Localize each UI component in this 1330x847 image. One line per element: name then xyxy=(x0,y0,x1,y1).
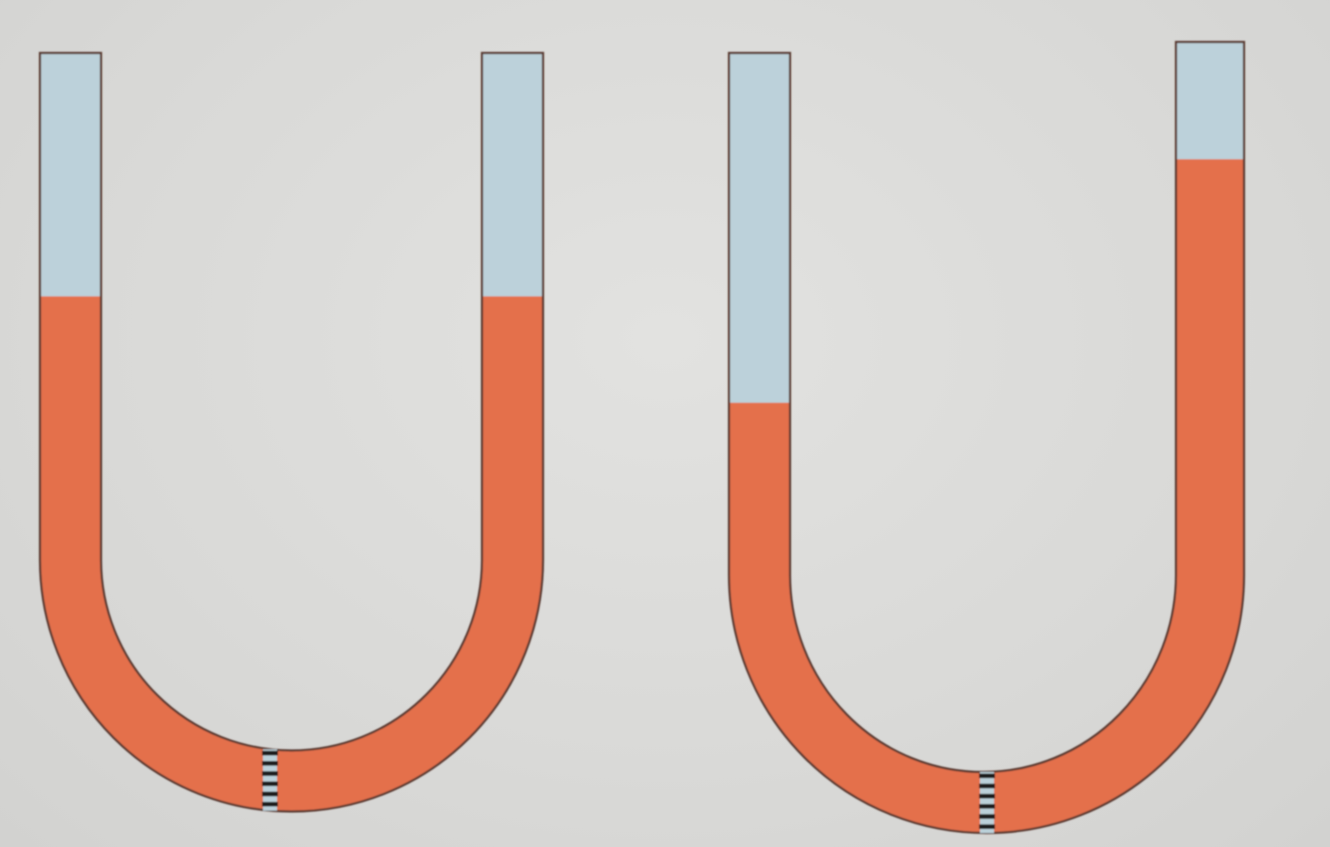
tube-2-membrane-dash xyxy=(979,824,995,829)
tube-1-membrane-icon xyxy=(262,749,278,811)
tube-2-membrane-icon xyxy=(979,772,995,833)
tube-1-membrane-dash xyxy=(262,791,278,797)
tube-2-membrane-gap xyxy=(980,772,994,833)
tube-1-membrane-gap xyxy=(263,749,277,811)
tube-1-membrane-dash xyxy=(262,801,278,807)
tube-2-membrane-dash xyxy=(979,814,995,819)
tube-2-outline xyxy=(727,40,1246,835)
u-tube-1 xyxy=(38,51,545,813)
tube-1-membrane-dash xyxy=(262,781,278,787)
tube-2-membrane-dash xyxy=(979,793,995,799)
tube-1-membrane-dash xyxy=(262,761,278,766)
tube-2-membrane-dash xyxy=(979,783,995,789)
tube-2-membrane-dash xyxy=(979,773,995,779)
u-tube-2 xyxy=(727,40,1246,835)
tube-1-outline xyxy=(38,51,545,813)
tube-1-bend-liquid xyxy=(40,560,543,812)
tube-1-membrane-dash xyxy=(262,750,278,756)
tube-1-membrane-dash xyxy=(262,771,278,776)
tube-2-membrane-dash xyxy=(979,804,995,809)
